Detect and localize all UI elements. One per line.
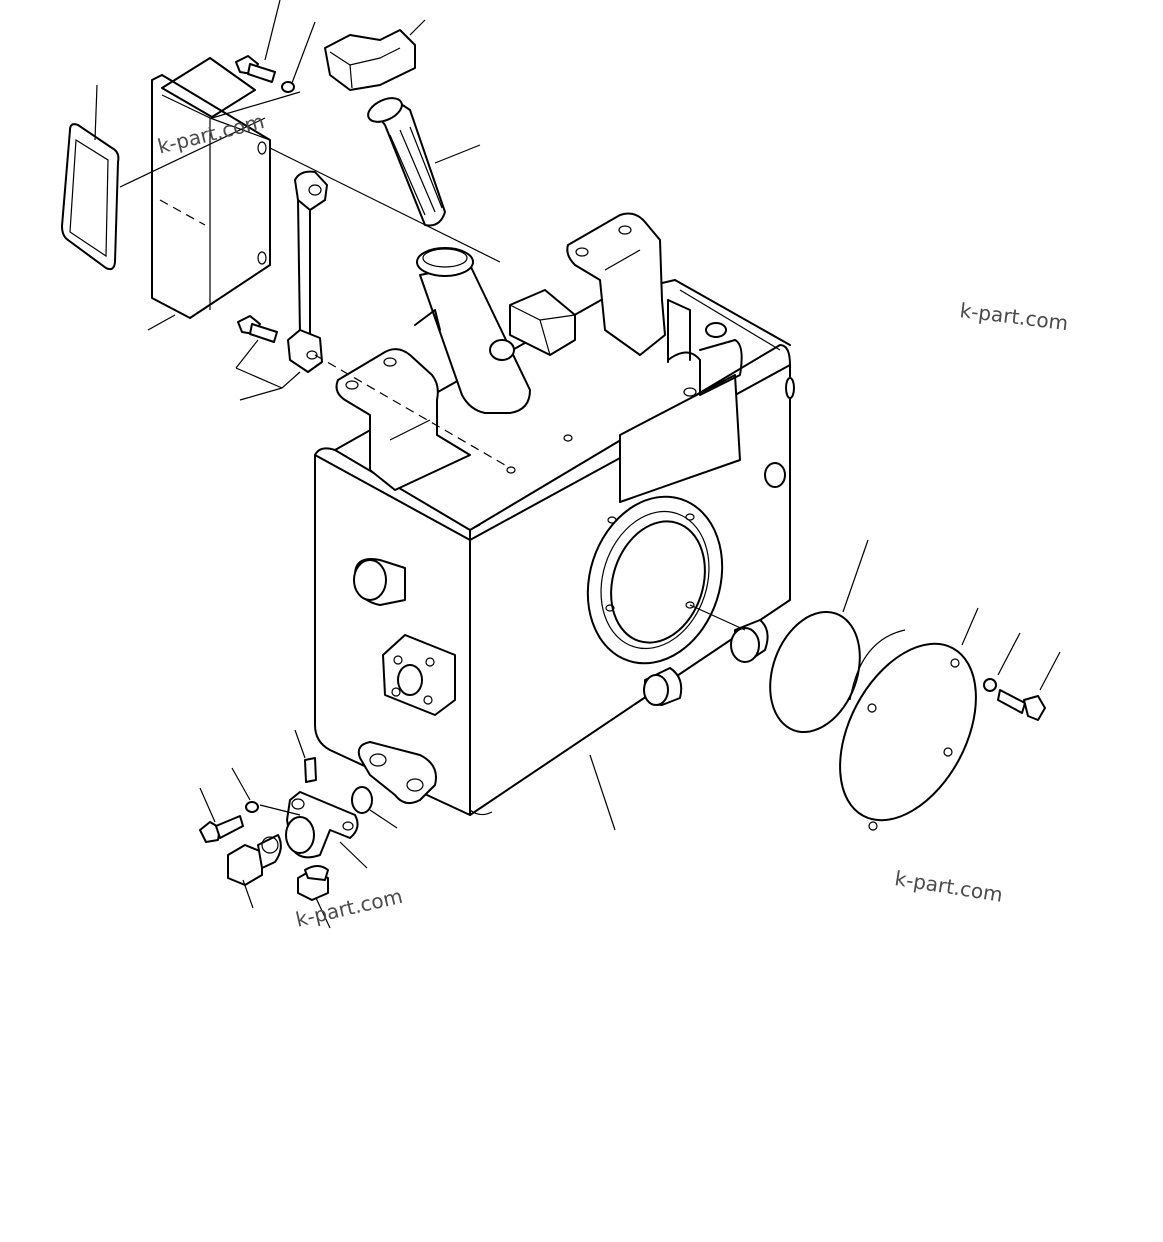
boss-left-upper (353, 558, 406, 606)
port-cover (839, 629, 977, 831)
port-gasket (769, 610, 861, 734)
suction-port-flange (586, 495, 724, 665)
o-ring (351, 786, 373, 814)
strainer (367, 97, 446, 227)
washer-right (983, 678, 997, 692)
bolt-gauge (237, 315, 278, 343)
side-plate (619, 299, 743, 503)
filler-neck (414, 247, 531, 414)
pin (304, 757, 317, 783)
mounting-bracket-front (335, 348, 471, 491)
drain-plug-small (297, 865, 329, 901)
washer-bottom (245, 801, 259, 813)
flange-block-left (382, 634, 456, 716)
drain-plug-large (227, 834, 282, 886)
cover-box (151, 57, 271, 319)
bolt-top (235, 55, 276, 83)
top-boss (705, 322, 727, 338)
level-gauge (287, 170, 328, 373)
cover-gasket (61, 123, 120, 271)
boss-right-upper (764, 462, 786, 488)
breather-block (509, 289, 576, 356)
drain-flange (357, 741, 437, 805)
mounting-bracket-rear (566, 212, 666, 356)
drain-elbow (285, 791, 359, 859)
boss-bottom (643, 667, 683, 706)
bolt-right (997, 689, 1046, 721)
boss-right-lower (730, 619, 769, 663)
washer-top (281, 81, 295, 93)
leader-lines (94, 0, 1061, 929)
bolt-bottom (199, 815, 244, 843)
filler-cap (324, 29, 416, 91)
